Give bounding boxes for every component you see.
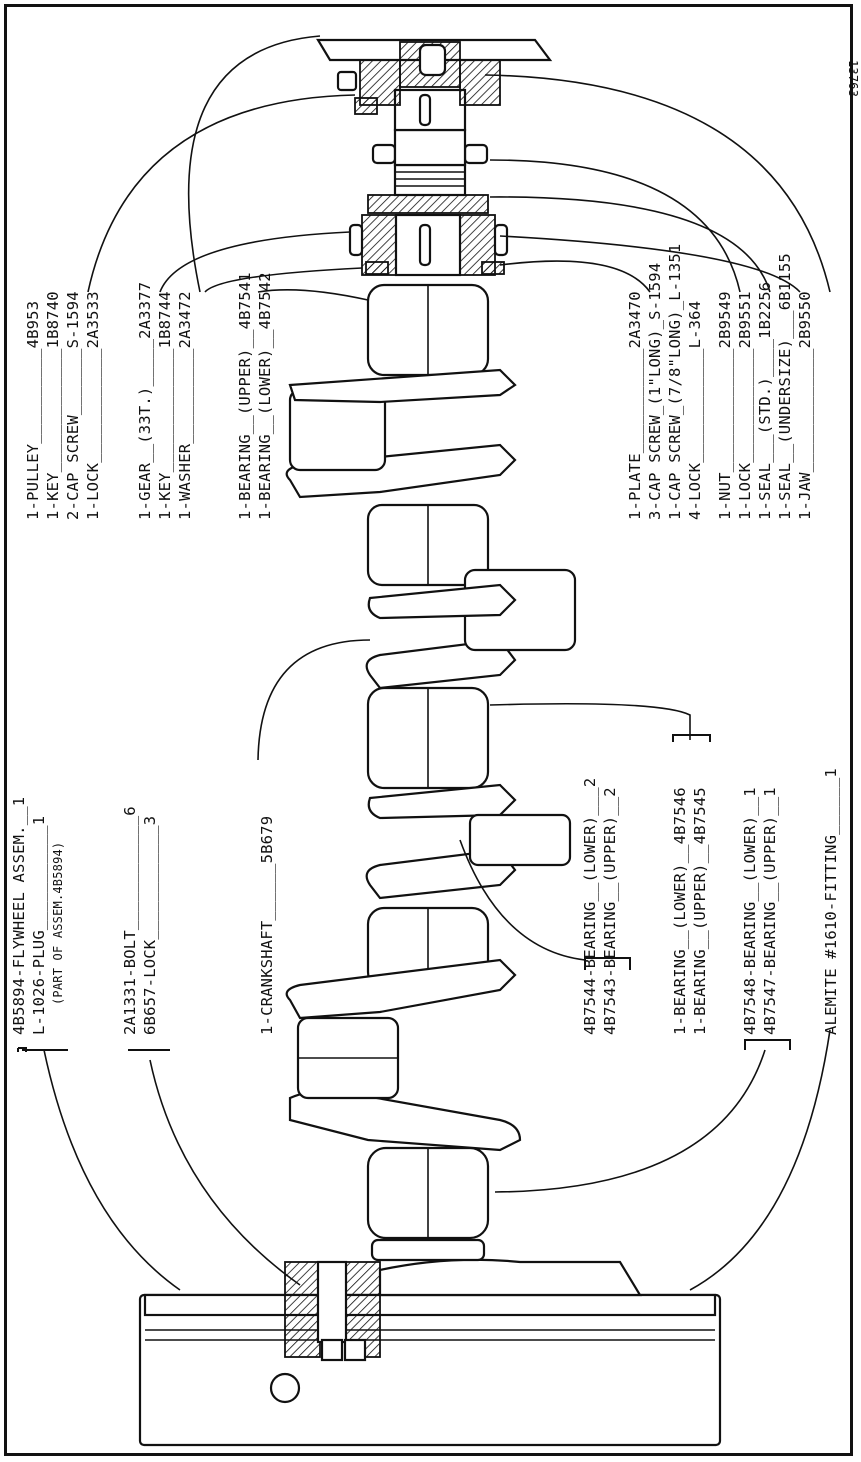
label-group-nut: 1-NUT_____________2B9549 1-LOCK_________… xyxy=(716,253,814,520)
label-line: 1-NUT_____________2B9549 xyxy=(716,291,734,520)
label-line: 1-BEARING__(UPPER)__4B7541 xyxy=(236,272,254,520)
label-line: 2A1331-BOLT____________6 xyxy=(121,806,139,1035)
label-group-bearing-b: 1-BEARING__(LOWER)__4B7546 1-BEARING__(U… xyxy=(671,787,709,1035)
label-line: 1-SEAL__(UNDERSIZE)___6B1155 xyxy=(776,253,794,520)
label-line: 4B5894-FLYWHEEL ASSEM.__1 xyxy=(10,797,28,1035)
label-line: L-1026-PLUG___________1 xyxy=(30,816,48,1035)
label-line: 1-LOCK____________2A3533 xyxy=(84,291,102,520)
nut-section xyxy=(371,128,489,197)
label-line: 1-CAP SCREW_(7/8"LONG)_L-1351 xyxy=(666,244,684,520)
label-line: (PART OF ASSEM.4B5894) xyxy=(51,842,65,1005)
label-line: 1-BEARING__(LOWER)__4B7546 xyxy=(671,787,689,1035)
label-line: ALEMITE #1610-FITTING______1 xyxy=(822,768,840,1035)
label-line: 4B7543-BEARING__(UPPER)__2 xyxy=(601,787,619,1035)
label-line: 4-LOCK____________L-364 xyxy=(686,301,704,520)
label-group-crankshaft: 1-CRANKSHAFT______5B679 xyxy=(258,816,276,1035)
label-line: 1-PLATE___________2A3470 xyxy=(626,291,644,520)
label-line: 1-LOCK____________2B9551 xyxy=(736,291,754,520)
crank-throws xyxy=(285,368,577,1152)
label-line: 6B657-LOCK____________3 xyxy=(141,816,159,1035)
front-gear xyxy=(348,194,509,277)
label-line: 1-SEAL___(STD.)____1B2256 xyxy=(756,282,774,520)
label-group-flywheel: 4B5894-FLYWHEEL ASSEM.__1 L-1026-PLUG___… xyxy=(10,797,65,1035)
flywheel xyxy=(138,1258,722,1447)
label-line: 1-KEY_____________1B8740 xyxy=(44,291,62,520)
label-group-bolt: 2A1331-BOLT____________6 6B657-LOCK_____… xyxy=(121,806,159,1035)
label-group-bearing-c: 4B7548-BEARING__(LOWER)__1 4B7547-BEARIN… xyxy=(741,787,779,1035)
figure-number: 13763 xyxy=(846,60,860,97)
label-line: 1-BEARING__(LOWER)__4B7542 xyxy=(256,272,274,520)
label-group-pulley: 1-PULLEY__________4B953 1-KEY___________… xyxy=(24,291,102,520)
crankshaft xyxy=(285,38,577,1262)
label-line: 1-GEAR__(33T.)_____2A3377 xyxy=(136,282,154,520)
label-line: 1-CRANKSHAFT______5B679 xyxy=(258,816,276,1035)
label-line: 3-CAP SCREW_(1"LONG)_S-1594 xyxy=(646,263,664,520)
label-line: 1-PULLEY__________4B953 xyxy=(24,301,42,520)
label-line: 1-JAW_____________2B9550 xyxy=(796,291,814,520)
leader-lines xyxy=(43,35,831,1291)
label-brackets xyxy=(17,734,791,1052)
label-group-gear: 1-GEAR__(33T.)_____2A3377 1-KEY_________… xyxy=(136,282,194,520)
label-line: 1-WASHER__________2A3472 xyxy=(176,291,194,520)
label-line: 4B7547-BEARING__(UPPER)__1 xyxy=(761,787,779,1035)
label-line: 2-CAP SCREW_______S-1594 xyxy=(64,291,82,520)
label-group-bearing-top: 1-BEARING__(UPPER)__4B7541 1-BEARING__(L… xyxy=(236,272,274,520)
main-journals xyxy=(366,283,490,1262)
label-group-alemite: ALEMITE #1610-FITTING______1 xyxy=(822,768,840,1035)
labels: 4B5894-FLYWHEEL ASSEM.__1 L-1026-PLUG___… xyxy=(10,244,840,1035)
crankshaft-drawing xyxy=(138,38,722,1447)
label-line: 1-BEARING__(UPPER)__4B7545 xyxy=(691,787,709,1035)
pulley xyxy=(316,38,553,132)
label-group-plate: 1-PLATE___________2A3470 3-CAP SCREW_(1"… xyxy=(626,244,704,520)
label-group-bearing-a: 4B7544-BEARING__(LOWER)___2 4B7543-BEARI… xyxy=(581,778,619,1035)
label-line: 4B7544-BEARING__(LOWER)___2 xyxy=(581,778,599,1035)
label-line: 4B7548-BEARING__(LOWER)__1 xyxy=(741,787,759,1035)
label-line: 1-KEY_____________1B8744 xyxy=(156,291,174,520)
